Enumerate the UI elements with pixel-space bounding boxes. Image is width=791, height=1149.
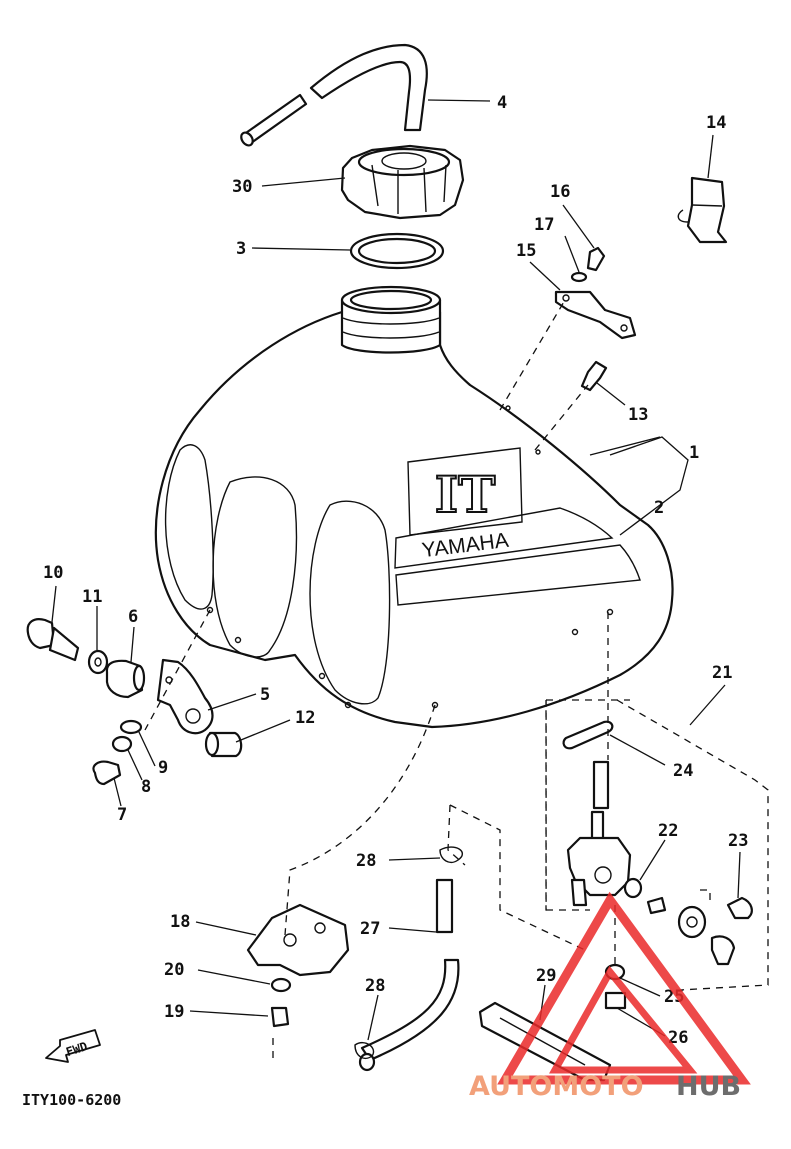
callout-13: 13 [628,405,648,425]
callout-23: 23 [728,831,748,851]
lower-parts [248,847,610,1080]
callout-30: 30 [232,177,252,197]
callout-21: 21 [712,663,732,683]
callout-19: 19 [164,1002,184,1022]
cap-gasket [351,234,443,268]
diagram-code: ITY100-6200 [22,1091,121,1109]
callout-18: 18 [170,912,190,932]
callout-29: 29 [536,966,556,986]
callout-17: 17 [534,215,554,235]
breather-hose [239,45,427,148]
callout-3: 3 [236,239,246,259]
callout-4: 4 [497,93,507,113]
callout-14: 14 [706,113,726,133]
callout-22: 22 [658,821,678,841]
decal-model-text: IT [435,465,496,524]
callout-2: 2 [654,498,664,518]
fuel-tank [156,287,673,727]
callout-9: 9 [158,758,168,778]
callout-10: 10 [43,563,63,583]
callout-5: 5 [260,685,270,705]
fuel-cap [342,146,463,218]
callout-8: 8 [141,777,151,797]
callout-28-lower: 28 [365,976,385,996]
clip-14 [678,178,726,242]
bracket-15-assembly [556,248,635,390]
callout-7: 7 [117,805,127,825]
callout-16: 16 [550,182,570,202]
callout-27: 27 [360,919,380,939]
callout-1: 1 [689,443,699,463]
callout-20: 20 [164,960,184,980]
watermark-text-primary: AUTOMOTO [469,1071,644,1102]
callout-15: 15 [516,241,536,261]
callout-28-upper: 28 [356,851,376,871]
fwd-arrow: FWD [46,1030,100,1062]
callout-11: 11 [82,587,102,607]
callout-6: 6 [128,607,138,627]
callout-24: 24 [673,761,693,781]
watermark-text-secondary: HUB [676,1071,741,1102]
callout-12: 12 [295,708,315,728]
